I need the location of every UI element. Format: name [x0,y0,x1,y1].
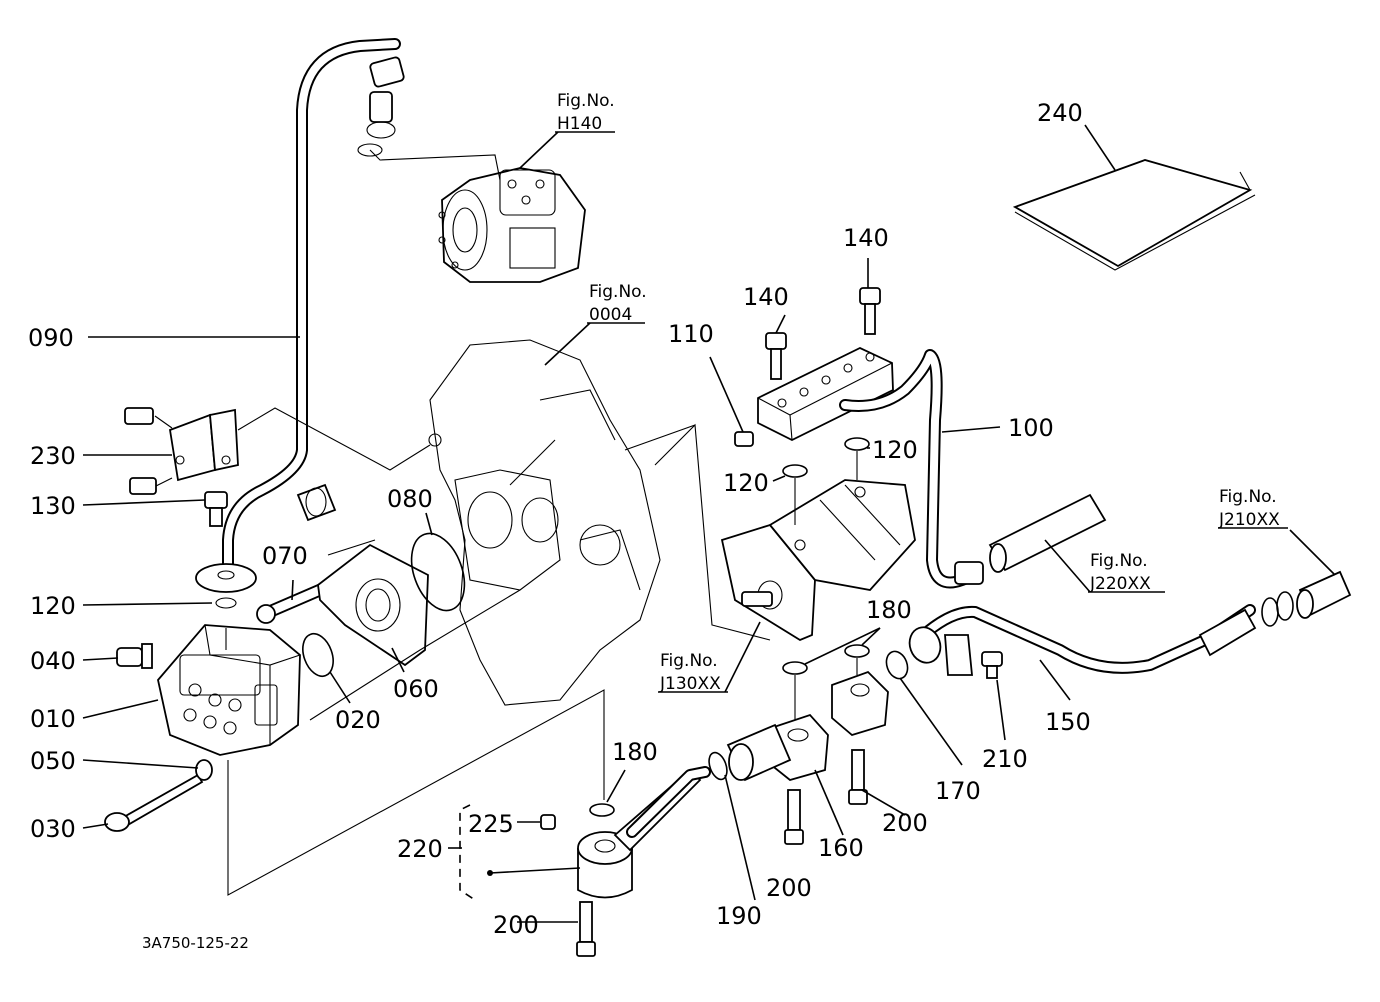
bracket-230 [124,407,431,495]
label-225: 225 [468,810,514,838]
label-120-left: 120 [30,592,76,620]
label-240: 240 [1037,99,1083,127]
pipe-clamp [296,483,337,522]
label-200-left: 200 [493,911,539,939]
pipe-150 [908,604,1257,674]
filter-220 [540,766,711,957]
label-060: 060 [393,675,439,703]
steering-unit-drawing [438,167,586,283]
fig-j130xx-code: J130XX [659,674,721,694]
label-180-left: 180 [612,738,658,766]
fig-j130xx-title: Fig.No. [660,651,718,671]
bolt-070 [256,583,324,624]
tandem-pump-j130xx [720,479,916,642]
label-140-right: 140 [843,224,889,252]
label-090: 090 [28,324,74,352]
fig-h140-title: Fig.No. [557,91,615,111]
label-030: 030 [30,815,76,843]
bracket-210 [944,634,1003,679]
bolt-200c [851,749,865,791]
fig-j220xx-title: Fig.No. [1090,551,1148,571]
bolt-200b [787,789,801,831]
bolt-200a [579,901,593,943]
plug-110 [734,431,754,447]
manifold-block [734,287,894,447]
figure-reference-labels: Fig.No. H140 Fig.No. 0004 Fig.No. J130XX… [557,91,1280,694]
label-160: 160 [818,834,864,862]
leader-lines [82,124,1116,923]
block-160 [726,670,889,845]
label-130: 130 [30,492,76,520]
hose-100 [839,349,984,589]
bolt-140a [765,332,787,350]
label-190: 190 [716,902,762,930]
fig-h140-code: H140 [557,114,602,134]
bolt-140b [859,287,881,305]
label-120-mid: 120 [723,469,769,497]
fitting-j210xx [1261,570,1352,627]
adapter-060 [317,539,429,667]
transmission-housing [428,339,661,706]
o-ring-180c [589,803,615,817]
flange-120 [195,563,257,609]
washer-050 [195,759,213,781]
o-ring-080 [410,532,466,612]
drawing-code: 3A750-125-22 [142,934,249,952]
bolt-030 [104,759,213,832]
label-100: 100 [1008,414,1054,442]
label-110: 110 [668,320,714,348]
part-number-labels: 090 230 130 120 040 010 050 030 070 020 … [28,99,1091,939]
label-040: 040 [30,647,76,675]
label-020: 020 [335,706,381,734]
leader-dot [487,870,493,876]
fig-j220xx-code: J220XX [1089,574,1151,594]
label-210: 210 [982,745,1028,773]
label-230: 230 [30,442,76,470]
o-ring-180b [782,661,808,675]
fig-j210xx-code: J210XX [1218,510,1280,530]
o-ring-170 [885,650,909,680]
fitting-j220xx [988,493,1107,573]
o-ring-190 [708,751,728,781]
connector-lines [225,423,858,901]
label-010: 010 [30,705,76,733]
fig-j210xx-title: Fig.No. [1219,487,1277,507]
label-140-left: 140 [743,283,789,311]
o-ring-020 [302,632,334,678]
fig-0004-title: Fig.No. [589,282,647,302]
label-080: 080 [387,485,433,513]
label-150: 150 [1045,708,1091,736]
manual-240 [1012,159,1256,271]
fig-0004-code: 0004 [589,305,632,325]
hydraulic-pump-010 [116,624,301,756]
label-220: 220 [397,835,443,863]
label-170: 170 [935,777,981,805]
label-120-right: 120 [872,436,918,464]
bolt-130 [204,491,228,527]
label-180-right: 180 [866,596,912,624]
label-200-right: 200 [882,809,928,837]
label-070: 070 [262,542,308,570]
o-ring-120c [844,437,870,451]
figure-ref-lines [519,131,1336,693]
plug-225 [540,814,556,830]
label-050: 050 [30,747,76,775]
label-200-mid: 200 [766,874,812,902]
o-ring-120b [782,464,808,478]
pipe-090 [222,38,501,581]
o-ring-180a [844,644,870,658]
